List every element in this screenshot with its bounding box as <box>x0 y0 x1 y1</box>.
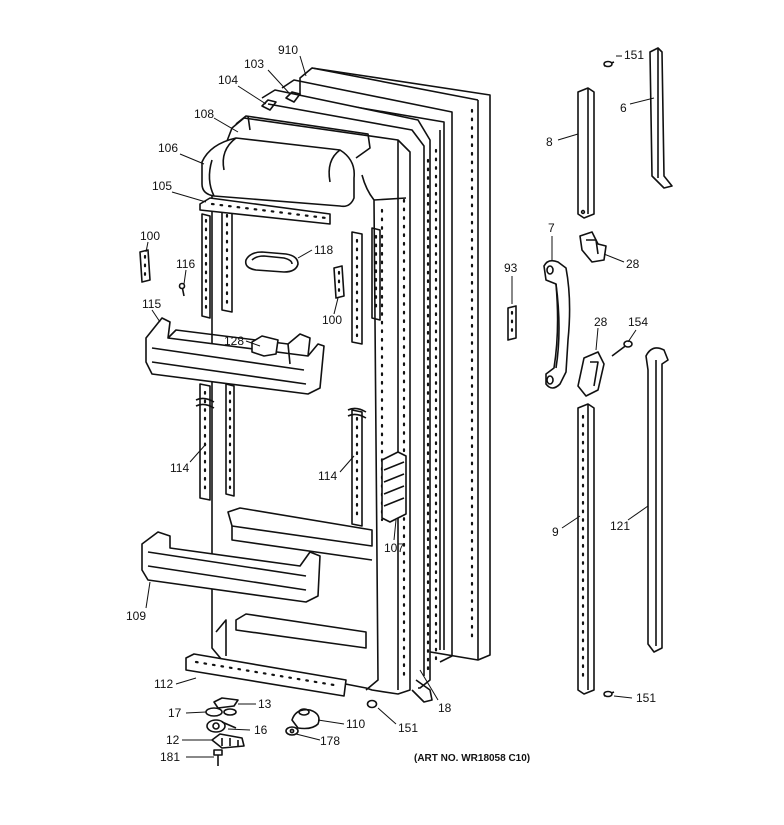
hinge-screw-181 <box>213 749 223 766</box>
handle-cap-6 <box>649 47 673 189</box>
compartment-housing <box>235 115 371 159</box>
callout-28-lower: 28 <box>594 315 608 329</box>
callout-12: 12 <box>166 733 180 747</box>
screw-154 <box>611 340 633 357</box>
callout-116: 116 <box>176 257 195 271</box>
callout-105: 105 <box>152 179 172 193</box>
callout-18: 18 <box>438 701 452 715</box>
insulation-pad <box>381 451 407 523</box>
handle-mount-28-upper <box>579 231 607 263</box>
callout-16: 16 <box>254 723 268 737</box>
hinge-washer-17 <box>205 707 237 717</box>
callout-93: 93 <box>504 261 518 275</box>
screw-151-lower-right <box>603 690 615 698</box>
shelf-rail-upper-right <box>351 231 363 345</box>
door-handle-7 <box>543 259 571 389</box>
callout-114-left: 114 <box>170 461 189 475</box>
callout-154: 154 <box>628 315 648 329</box>
callout-115: 115 <box>142 297 161 311</box>
hinge-cam-16 <box>206 719 237 733</box>
callout-9: 9 <box>552 525 559 539</box>
callout-181: 181 <box>160 750 180 764</box>
callout-17: 17 <box>168 706 182 720</box>
screw-151-top <box>603 60 615 68</box>
callout-100-left: 100 <box>140 229 160 243</box>
callout-7: 7 <box>548 221 555 235</box>
callout-128-shelf: 128 <box>224 334 244 348</box>
callout-100-right: 100 <box>322 313 342 327</box>
compartment-trim <box>199 197 331 225</box>
callout-109: 109 <box>126 609 146 623</box>
bushing-178 <box>285 726 299 736</box>
handle-mount-28-lower <box>577 351 605 397</box>
callout-28-upper: 28 <box>626 257 640 271</box>
recess-118 <box>244 251 299 273</box>
shelf-rail-left <box>195 383 215 501</box>
art-number: (ART NO. WR18058 C10) <box>414 753 530 764</box>
callout-151-top: 151 <box>624 48 644 62</box>
screw-116 <box>178 282 186 297</box>
hinge-bracket-13 <box>213 697 239 709</box>
lower-door-bin <box>141 531 321 603</box>
callout-118: 118 <box>314 243 333 257</box>
leader-lines <box>145 55 655 758</box>
callout-8: 8 <box>546 135 553 149</box>
shelf-rail-upper-left <box>201 213 211 319</box>
shelf-divider <box>251 335 279 357</box>
closer-cam-110 <box>291 708 320 730</box>
hinge-trim-strip <box>411 679 433 703</box>
callout-labels: 910 103 104 108 106 105 100 116 118 100 … <box>126 43 656 764</box>
dairy-door <box>201 137 356 208</box>
handle-cap-121 <box>645 347 669 653</box>
shelf-rail-right <box>347 407 367 527</box>
handle-trim-8 <box>577 87 595 219</box>
callout-121: 121 <box>610 519 630 533</box>
callout-107: 107 <box>384 541 404 555</box>
callout-151-lower-right: 151 <box>636 691 656 705</box>
callout-106: 106 <box>158 141 178 155</box>
callout-114-right: 114 <box>318 469 337 483</box>
shelf-support-clip-right <box>333 265 345 299</box>
callout-104: 104 <box>218 73 238 87</box>
screw-151-bottom <box>366 699 378 709</box>
upper-shelf-bin <box>145 317 325 395</box>
callout-151-bottom: 151 <box>398 721 418 735</box>
handle-mount-93 <box>507 305 517 341</box>
callout-112: 112 <box>154 677 173 691</box>
callout-6: 6 <box>620 101 627 115</box>
callout-178: 178 <box>320 734 340 748</box>
callout-108: 108 <box>194 107 214 121</box>
bottom-trim <box>185 653 347 697</box>
hinge-bracket-12 <box>211 733 245 749</box>
callout-110: 110 <box>346 717 365 731</box>
handle-trim-9 <box>577 403 595 695</box>
callout-910: 910 <box>278 43 298 57</box>
callout-13: 13 <box>258 697 272 711</box>
shelf-support-clip-left <box>139 249 151 283</box>
callout-103: 103 <box>244 57 264 71</box>
